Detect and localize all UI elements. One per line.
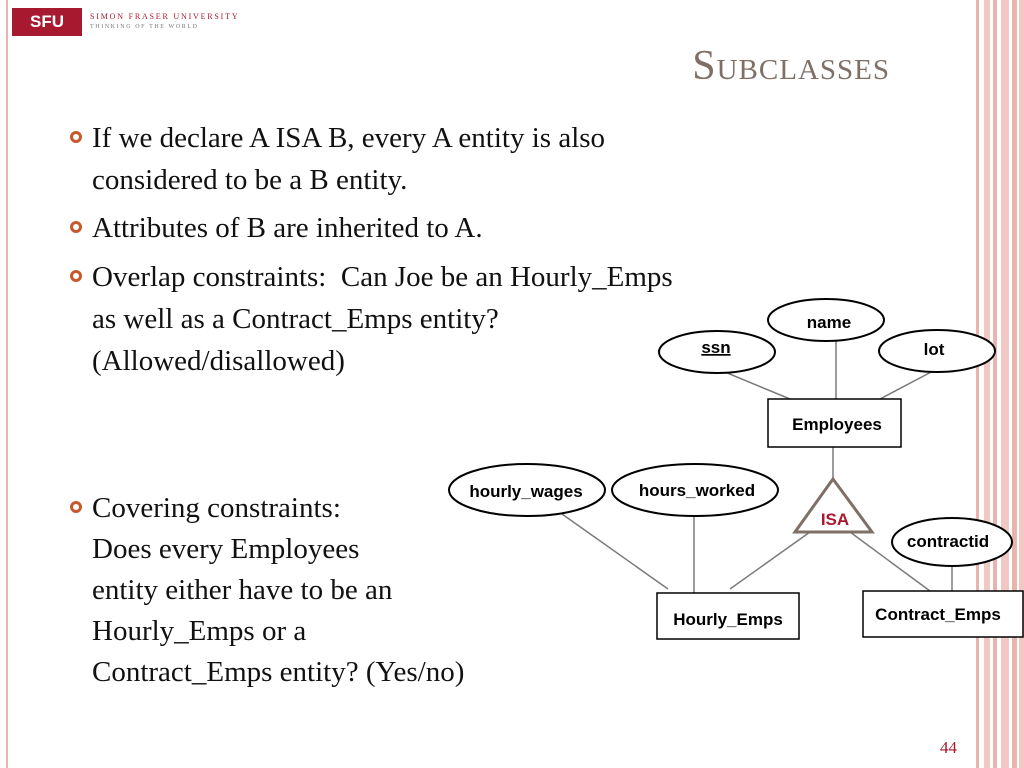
attribute-ssn: ssn [658, 330, 776, 374]
bullet-line: (Allowed/disallowed) [92, 345, 345, 377]
hours-worked-label: hours_worked [639, 481, 755, 500]
isa-hourly-connector [729, 531, 811, 590]
lot-connector [879, 369, 936, 400]
contract-emps-label: Contract_Emps [875, 605, 1001, 624]
hourly-emps-label: Hourly_Emps [673, 610, 783, 629]
bullet-ring-icon [70, 501, 82, 513]
isa-triangle: ISA [792, 476, 875, 534]
attribute-hourly-wages: hourly_wages [448, 463, 606, 517]
isa-contract-connector [849, 531, 931, 592]
bullet-line: Contract_Emps entity? (Yes/no) [92, 656, 465, 688]
attribute-contractid: contractid [891, 517, 1013, 567]
bullet-line: Overlap constraints: Can Joe be an Hourl… [92, 261, 673, 293]
entity-hourly-emps: Hourly_Emps [656, 592, 800, 640]
logo-wordmark: SIMON FRASER UNIVERSITY THINKING OF THE … [90, 12, 239, 32]
entity-employees: Employees [767, 398, 902, 448]
logo-tagline: THINKING OF THE WORLD [90, 24, 199, 30]
bullet-line: as well as a Contract_Emps entity? [92, 303, 499, 335]
stripe-1 [976, 0, 979, 768]
bullet-line: entity either have to be an [92, 574, 393, 606]
employees-label: Employees [792, 415, 882, 434]
stripe-6 [1019, 0, 1024, 768]
attribute-lot: lot [878, 329, 996, 373]
hourly-wages-connector [561, 513, 669, 590]
sfu-logo: SFU SIMON FRASER UNIVERSITY THINKING OF … [12, 8, 239, 36]
isa-label: ISA [821, 510, 849, 529]
bullet-line: Hourly_Emps or a [92, 615, 307, 647]
stripe-5 [1012, 0, 1017, 768]
bullet-ring-icon [70, 221, 82, 233]
connector-lines [561, 338, 953, 593]
bullet-line: considered to be a B entity. [92, 164, 408, 196]
logo-mark: SFU [12, 8, 82, 36]
left-margin-rule [6, 0, 8, 768]
bullet-line: If we declare A ISA B, every A entity is… [92, 122, 606, 154]
bullet-ring-icon [70, 131, 82, 143]
stripe-2 [984, 0, 990, 768]
slide-title: Subclasses [692, 43, 890, 89]
stripe-3 [993, 0, 997, 768]
ssn-connector [719, 369, 791, 400]
bullet-line: Covering constraints: [92, 492, 341, 524]
contractid-label: contractid [907, 532, 989, 551]
lot-label: lot [924, 340, 945, 359]
stripe-4 [1001, 0, 1009, 768]
logo-university-name: SIMON FRASER UNIVERSITY [90, 12, 240, 21]
bullet-line: Attributes of B are inherited to A. [92, 212, 483, 244]
bullet-ring-icon [70, 270, 82, 282]
ssn-label: ssn [701, 338, 730, 357]
hourly-wages-label: hourly_wages [469, 482, 582, 501]
entity-contract-emps: Contract_Emps [862, 590, 1024, 638]
bullet-line: Does every Employees [92, 533, 360, 565]
page-number: 44 [940, 738, 957, 757]
attribute-hours-worked: hours_worked [611, 463, 779, 517]
name-label: name [807, 313, 851, 332]
attribute-name: name [767, 298, 885, 342]
